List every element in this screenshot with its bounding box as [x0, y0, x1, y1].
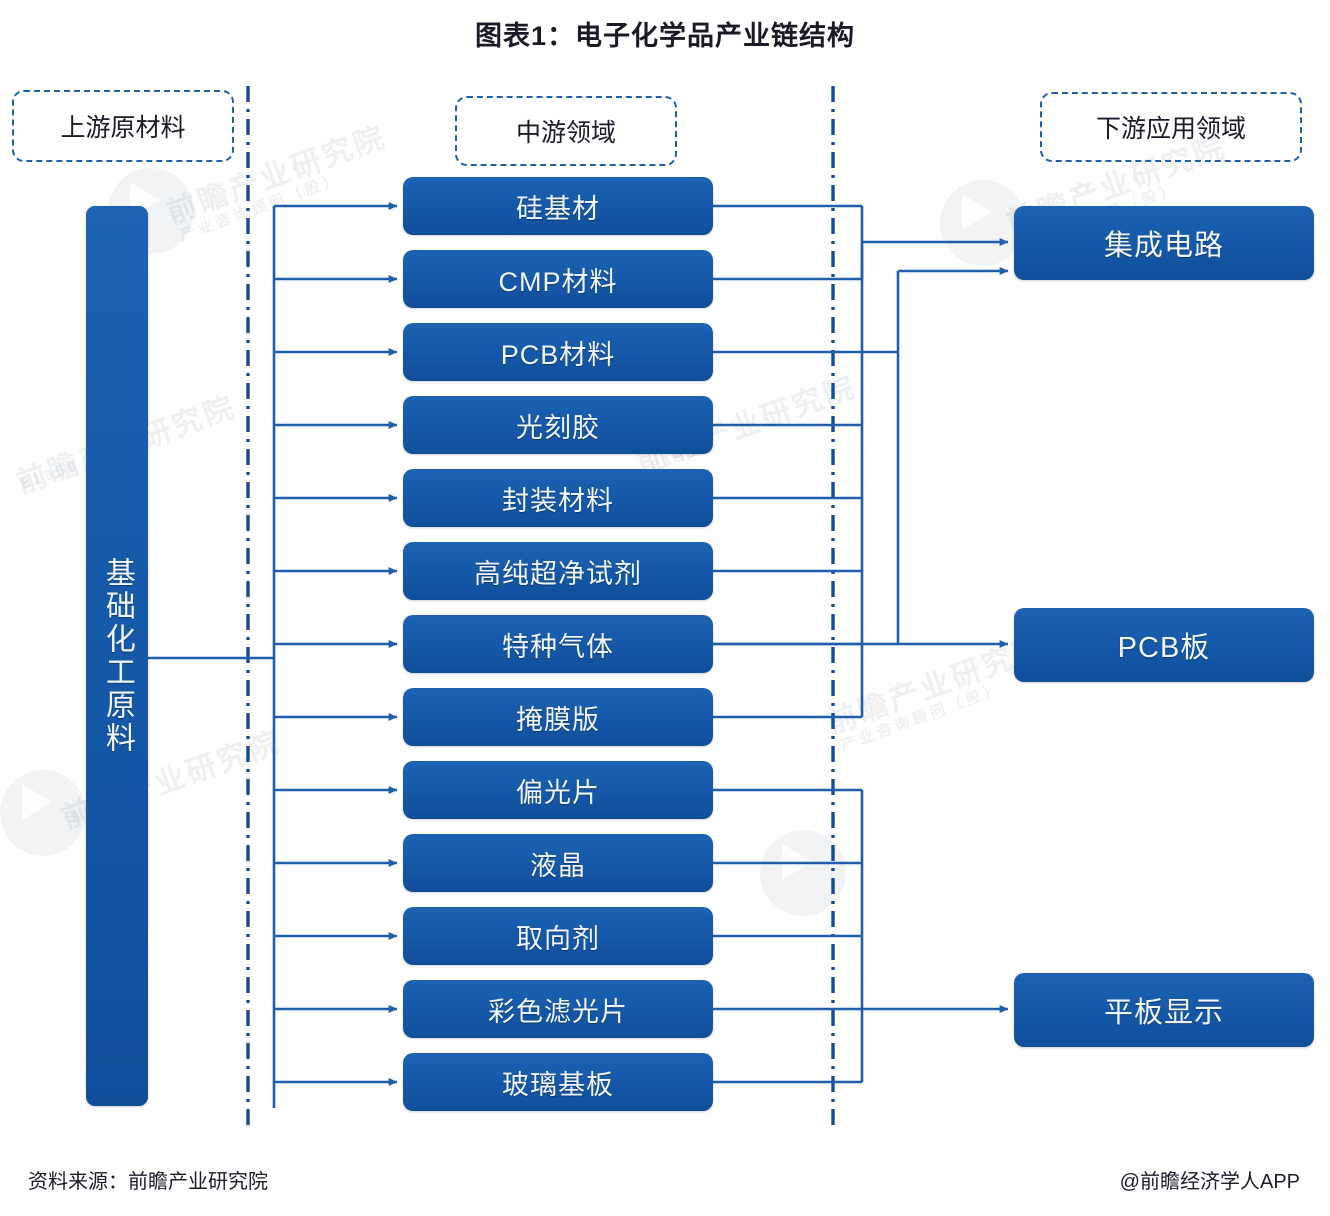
app-credit: @前瞻经济学人APP: [1119, 1171, 1300, 1193]
section-label-upstream: 上游原材料: [12, 90, 234, 162]
node-midstream-3[interactable]: 光刻胶: [403, 396, 713, 454]
node-downstream-1[interactable]: PCB板: [1014, 608, 1314, 682]
node-label: 掩膜版: [516, 704, 600, 735]
node-label: 取向剂: [516, 923, 600, 954]
watermark-subtext: 产业咨询顾问（股）: [838, 680, 1006, 755]
watermark-code: 81950: [18, 455, 83, 494]
node-label: 封装材料: [502, 485, 614, 516]
node-label: 集成电路: [1103, 230, 1224, 262]
node-upstream-base-chemicals[interactable]: 基础化工原料: [86, 206, 148, 1106]
node-midstream-9[interactable]: 液晶: [403, 834, 713, 892]
node-midstream-1[interactable]: CMP材料: [403, 250, 713, 308]
watermark-logo: [0, 770, 86, 856]
node-label: PCB板: [1117, 632, 1211, 664]
node-downstream-0[interactable]: 集成电路: [1014, 206, 1314, 280]
node-label: 光刻胶: [516, 412, 600, 443]
node-label: PCB材料: [500, 339, 616, 370]
source-note: 资料来源：前瞻产业研究院: [28, 1171, 268, 1193]
node-label: 玻璃基板: [502, 1069, 614, 1100]
node-label: 高纯超净试剂: [474, 558, 642, 589]
section-label-downstream: 下游应用领域: [1040, 92, 1302, 162]
node-midstream-5[interactable]: 高纯超净试剂: [403, 542, 713, 600]
node-midstream-6[interactable]: 特种气体: [403, 615, 713, 673]
node-midstream-2[interactable]: PCB材料: [403, 323, 713, 381]
node-label: 硅基材: [516, 193, 600, 224]
node-midstream-0[interactable]: 硅基材: [403, 177, 713, 235]
node-midstream-8[interactable]: 偏光片: [403, 761, 713, 819]
node-label: 基础化工原料: [100, 557, 134, 755]
node-midstream-11[interactable]: 彩色滤光片: [403, 980, 713, 1038]
node-label: 偏光片: [516, 777, 600, 808]
node-midstream-7[interactable]: 掩膜版: [403, 688, 713, 746]
watermark-subtext: 产业咨询顾问（股）: [177, 170, 345, 245]
node-label: 液晶: [530, 850, 586, 881]
node-midstream-4[interactable]: 封装材料: [403, 469, 713, 527]
node-downstream-2[interactable]: 平板显示: [1014, 973, 1314, 1047]
node-label: CMP材料: [498, 266, 618, 297]
node-label: 平板显示: [1103, 997, 1224, 1029]
node-label: 特种气体: [502, 631, 614, 662]
node-label: 彩色滤光片: [488, 996, 628, 1027]
node-midstream-12[interactable]: 玻璃基板: [403, 1053, 713, 1111]
node-midstream-10[interactable]: 取向剂: [403, 907, 713, 965]
section-label-midstream: 中游领域: [455, 96, 677, 166]
page-title: 图表1：电子化学品产业链结构: [474, 21, 855, 51]
watermark-logo: [760, 830, 846, 916]
